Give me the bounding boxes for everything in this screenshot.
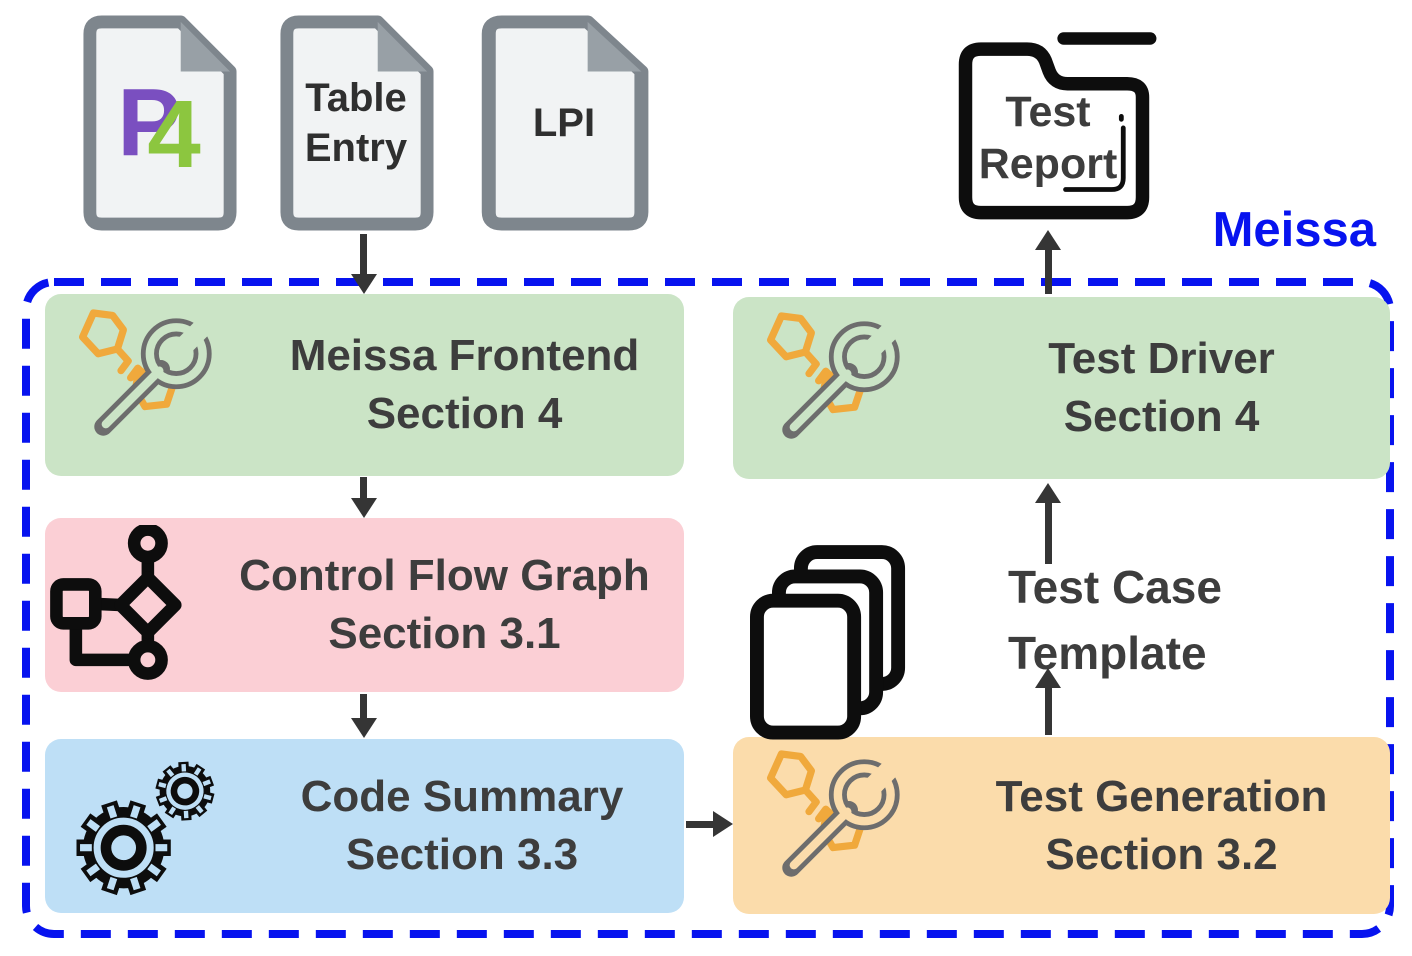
document-icon [481,15,649,231]
node-subtitle: Section 4 [366,389,563,438]
flow-arrow-summary-generation [686,821,714,828]
flow-arrow-template-driver [1035,483,1061,503]
node-title: Code Summary [300,772,624,821]
node-code-summary: Code Summary Section 3.3 [45,739,684,913]
node-subtitle: Section 3.1 [328,609,561,658]
test-case-template-label: Test Case Template [1008,561,1222,679]
node-title: Test Generation [995,771,1328,821]
lpi-label: LPI [532,101,596,145]
meissa-boundary-label: Meissa [1212,203,1376,257]
flow-arrow-cfg-summary [360,694,367,719]
test-report-label: Test Report [978,88,1118,188]
output-test-report: Test Report [948,26,1160,228]
p4-logo-p: P [117,69,182,176]
input-document-lpi: LPI [478,14,650,232]
flow-arrow-driver-report [1035,230,1061,250]
table-entry-label: Table Entry [304,76,408,170]
node-title: Test Driver [1048,334,1275,383]
gears-icon [76,761,215,895]
node-subtitle: Section 3.2 [1045,829,1278,879]
node-test-generation: Test Generation Section 3.2 [733,737,1390,914]
flow-arrow-input [360,234,367,274]
flow-arrow-frontend-cfg [360,477,367,499]
p4-logo: P 4 [117,69,200,183]
node-title: Meissa Frontend [289,331,640,380]
stacked-pages-icon [750,545,906,740]
node-subtitle: Section 4 [1063,392,1260,441]
input-document-table-entry: Table Entry [277,14,435,232]
node-meissa-frontend: Meissa Frontend Section 4 [45,294,684,476]
wrench-screwdriver-icon [767,312,900,439]
input-document-p4: P 4 [80,14,238,232]
report-folder-icon [958,32,1157,220]
p4-logo-4: 4 [147,81,201,188]
node-control-flow-graph: Control Flow Graph Section 3.1 [45,518,684,692]
node-title: Control Flow Graph [239,551,650,600]
wrench-screwdriver-icon [79,309,212,436]
meissa-boundary [22,278,1394,938]
flow-graph-icon [50,525,182,680]
node-test-driver: Test Driver Section 4 [733,297,1390,479]
node-subtitle: Section 3.3 [345,830,579,879]
flow-arrow-generation-template [1035,668,1061,688]
document-icon [83,15,237,231]
document-icon [280,15,434,231]
wrench-screwdriver-icon [767,749,900,877]
